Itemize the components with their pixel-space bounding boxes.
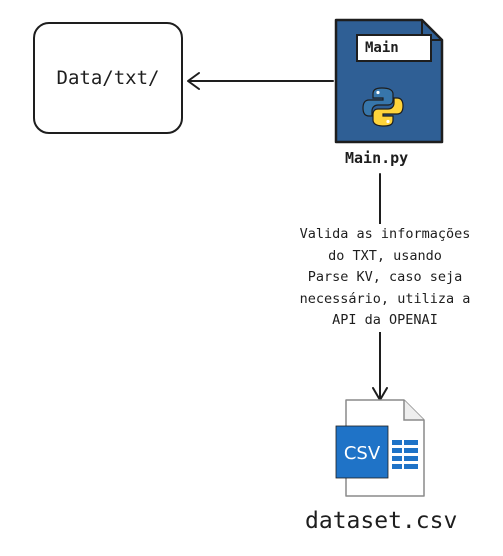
data-folder-node: Data/txt/: [33, 22, 183, 134]
process-note: Valida as informações do TXT, usando Par…: [280, 224, 490, 332]
python-logo-icon: [362, 87, 404, 127]
csv-icon-text: CSV: [344, 443, 381, 464]
dataset-caption: dataset.csv: [305, 508, 458, 534]
main-script-caption: Main.py: [345, 149, 409, 167]
csv-file-icon: CSV: [335, 399, 425, 497]
arrow-main-to-data: [187, 72, 334, 90]
main-tab-label: Main: [356, 34, 432, 62]
data-folder-label: Data/txt/: [56, 67, 160, 89]
